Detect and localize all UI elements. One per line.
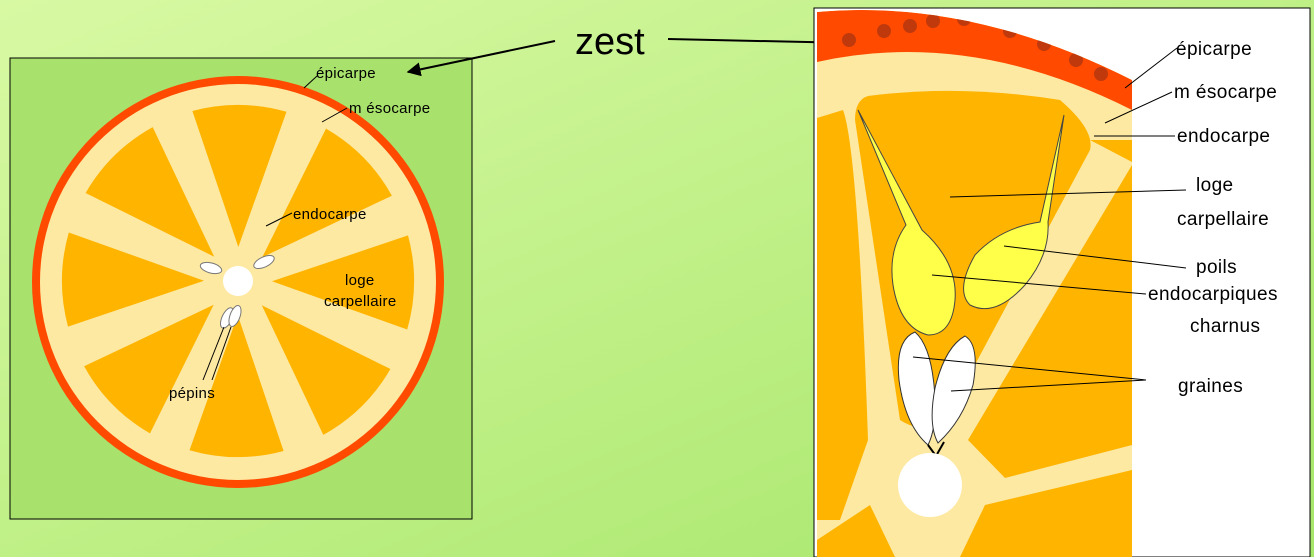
left-label-carpellaire: carpellaire xyxy=(324,293,397,310)
right-axis-core xyxy=(898,453,962,517)
right-label-poils: poils xyxy=(1196,257,1237,278)
left-label-loge: loge xyxy=(345,272,375,289)
right-diagram: épicarpe m ésocarpe endocarpe loge carpe… xyxy=(814,0,1310,557)
left-label-mesocarpe: m ésocarpe xyxy=(349,100,430,117)
left-label-endocarpe: endocarpe xyxy=(293,206,367,223)
oil-gland xyxy=(1094,67,1108,81)
right-label-carpellaire: carpellaire xyxy=(1177,209,1269,230)
left-label-pepins: pépins xyxy=(169,385,215,402)
oil-gland xyxy=(842,33,856,47)
right-label-epicarpe: épicarpe xyxy=(1176,39,1252,60)
right-label-charnus: charnus xyxy=(1190,316,1260,337)
right-label-mesocarpe: m ésocarpe xyxy=(1174,82,1277,103)
right-label-loge: loge xyxy=(1196,175,1234,196)
right-label-graines: graines xyxy=(1178,376,1243,397)
oil-gland xyxy=(926,14,940,28)
left-label-epicarpe: épicarpe xyxy=(316,65,376,82)
right-label-endocarpe: endocarpe xyxy=(1177,126,1270,147)
right-label-endocarpiques: endocarpiques xyxy=(1148,284,1278,305)
oil-gland xyxy=(877,24,891,38)
left-diagram: épicarpe m ésocarpe endocarpe loge carpe… xyxy=(10,58,472,519)
zest-label: zest xyxy=(575,21,645,63)
oil-gland xyxy=(903,19,917,33)
left-axis-core xyxy=(223,266,253,296)
